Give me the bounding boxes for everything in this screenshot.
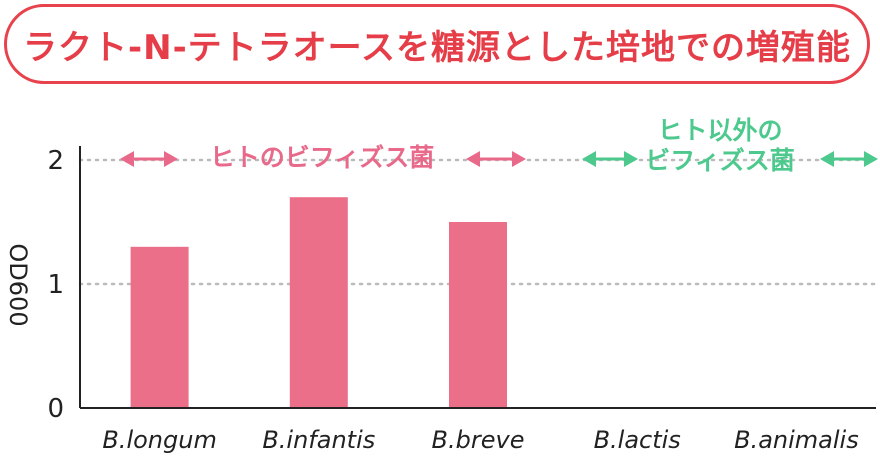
- x-tick-label-b-longum: B.longum: [102, 426, 216, 454]
- group-label-non-human-line2: ビフィズス菌: [645, 146, 795, 175]
- human-arrow-left-left-head: [120, 151, 134, 167]
- x-tick-label-b-breve: B.breve: [432, 426, 525, 454]
- nonhuman-arrow-left-right-head: [624, 151, 638, 167]
- x-tick-label-b-infantis: B.infantis: [262, 426, 375, 454]
- y-tick-label-2: 2: [47, 146, 64, 176]
- group-label-non-human-line1: ヒト以外の: [657, 116, 783, 145]
- x-tick-label-b-lactis: B.lactis: [594, 426, 681, 454]
- human-arrow-right-left-head: [466, 151, 480, 167]
- human-arrow-right-right-head: [512, 151, 526, 167]
- group-label-human: ヒトのビフィズス菌: [172, 143, 472, 173]
- y-tick-label-0: 0: [47, 394, 64, 424]
- group-label-human-text: ヒトのビフィズス菌: [209, 143, 435, 172]
- human-arrow-left-right-head: [164, 151, 178, 167]
- y-axis-label: OD600: [4, 243, 32, 327]
- bar-b-breve: [449, 222, 507, 408]
- bar-b-longum: [130, 246, 189, 408]
- bar-b-infantis: [289, 197, 348, 408]
- nonhuman-arrow-right-right-head: [864, 151, 878, 167]
- chart-title-box: ラクト-N-テトラオースを糖源とした培地での増殖能: [4, 4, 870, 84]
- y-tick-label-1: 1: [47, 270, 64, 300]
- group-label-non-human: ヒト以外の ビフィズス菌: [620, 116, 820, 176]
- nonhuman-arrow-left-left-head: [582, 151, 596, 167]
- chart-title: ラクト-N-テトラオースを糖源とした培地での増殖能: [23, 27, 851, 68]
- nonhuman-arrow-right-left-head: [820, 151, 834, 167]
- x-tick-label-b-animalis: B.animalis: [734, 426, 859, 454]
- y-axis-label-wrap: OD600: [3, 243, 33, 327]
